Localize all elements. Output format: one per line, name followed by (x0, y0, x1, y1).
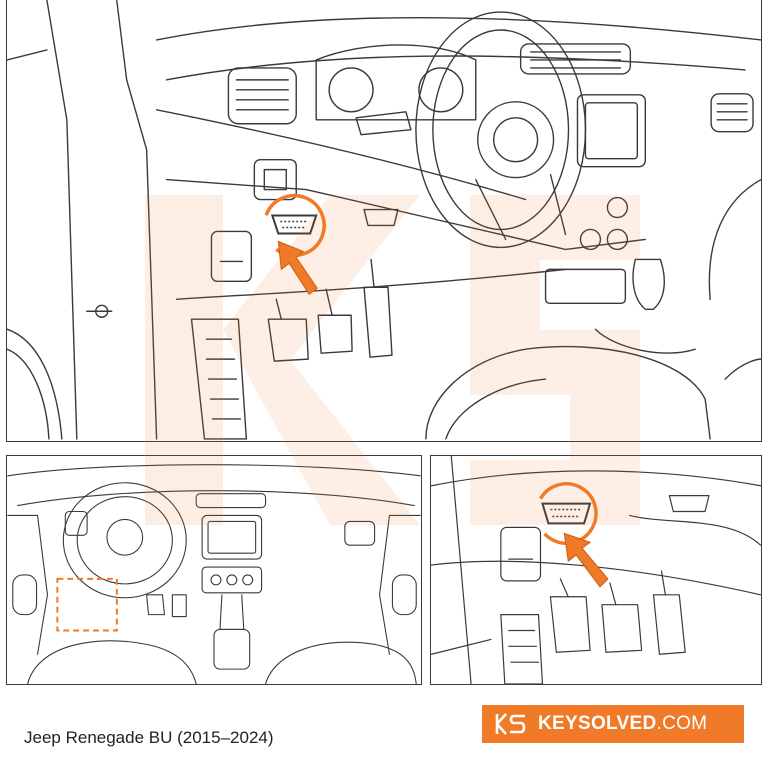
orange-arrow-icon (277, 240, 318, 296)
overview-drawing (7, 464, 421, 684)
dashed-highlight-box (56, 577, 118, 632)
brand-name: KEYSOLVED.COM (538, 713, 708, 734)
orange-arrow-closeup-icon (563, 532, 609, 588)
closeup-illustration (430, 455, 762, 685)
overview-illustration (6, 455, 422, 685)
obd-port-closeup-icon (534, 482, 598, 545)
dashboard-drawing (7, 0, 761, 440)
closeup-drawing (431, 456, 761, 684)
vehicle-caption: Jeep Renegade BU (2015–2024) (24, 728, 274, 747)
main-illustration (6, 0, 762, 442)
ks-logo-icon (495, 713, 526, 735)
brand-banner[interactable]: KEYSOLVED.COM (482, 705, 744, 743)
